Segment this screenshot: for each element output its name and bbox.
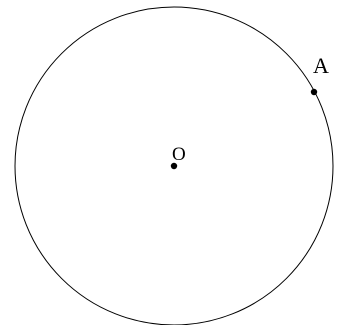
center-point <box>170 162 178 170</box>
circle <box>14 6 334 325</box>
point-a <box>310 88 318 96</box>
center-label: O <box>172 144 186 165</box>
point-a-label: A <box>313 53 329 78</box>
